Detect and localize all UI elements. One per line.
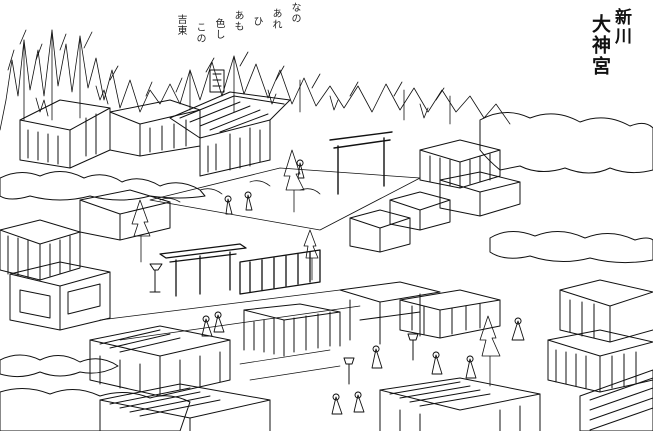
shrine-plaque: [209, 69, 225, 93]
poem-line: ひ: [251, 16, 262, 27]
right-cloud-band: [479, 112, 653, 174]
figures: [201, 159, 525, 415]
bottom-cloud-band: [0, 388, 191, 431]
mid-trees: [131, 149, 501, 387]
bottom-left-roofs: [89, 325, 271, 431]
back-forest: [0, 29, 511, 131]
left-cloud-band: [0, 171, 206, 201]
lower-right-cloud: [489, 231, 653, 264]
right-shrines: [349, 139, 521, 253]
bottom-center-roof: [379, 377, 541, 431]
lower-left-fence: [243, 303, 341, 357]
lower-gate: [159, 243, 321, 297]
upper-left-buildings: [19, 99, 201, 169]
poem-line: 色し: [213, 18, 224, 40]
poem-line: この: [194, 22, 205, 44]
courtyard-torii: [329, 131, 393, 195]
right-bottom-house: [547, 279, 653, 431]
bottom-left-cloud: [0, 354, 119, 378]
poem-line: なの: [289, 2, 300, 24]
middle-left-buildings: [0, 189, 171, 331]
poem-line: あれ: [270, 8, 281, 30]
stone-lanterns: [149, 263, 419, 385]
courtyard-ground: [149, 167, 421, 231]
poem-inscription: なの あれ ひ あも 色し この 吉東: [112, 2, 302, 62]
lower-center-gate: [339, 281, 501, 345]
poem-line: あも: [232, 10, 243, 32]
poem-line: 吉東: [175, 14, 186, 36]
streets: [99, 289, 361, 381]
main-hall: [169, 69, 291, 177]
title-sub-label: 新川: [611, 8, 631, 46]
title-main-label: 大神宮: [589, 14, 611, 77]
